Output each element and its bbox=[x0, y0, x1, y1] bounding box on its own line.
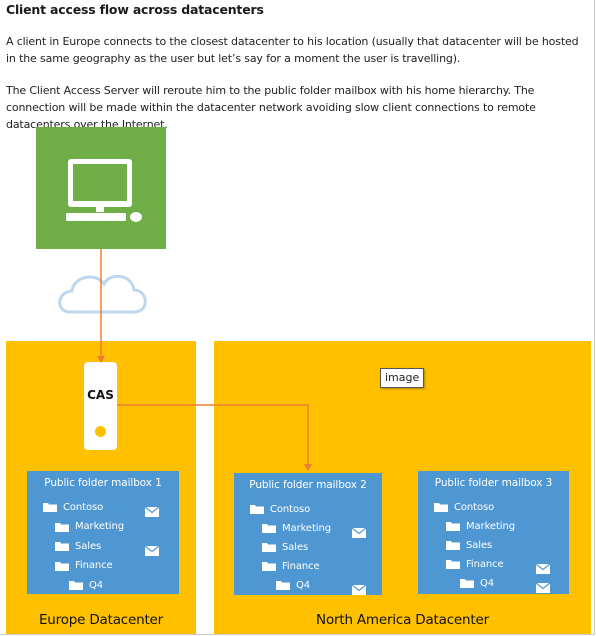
mail-icon bbox=[351, 580, 367, 595]
cloud-icon bbox=[58, 274, 147, 314]
folder-row: Sales bbox=[262, 539, 308, 555]
folder-icon bbox=[262, 561, 276, 571]
mouse-icon bbox=[130, 212, 142, 222]
folder-label: Contoso bbox=[270, 503, 311, 515]
folder-row: Contoso bbox=[43, 499, 103, 515]
folder-icon bbox=[55, 561, 69, 571]
folder-icon bbox=[446, 559, 460, 569]
folder-icon bbox=[262, 523, 276, 533]
folder-row: Sales bbox=[446, 537, 492, 553]
folder-label: Marketing bbox=[466, 520, 515, 532]
folder-icon bbox=[460, 578, 474, 588]
folder-icon bbox=[434, 502, 448, 512]
folder-label: Q4 bbox=[296, 579, 311, 591]
folder-label: Sales bbox=[75, 540, 102, 552]
cas-label: CAS bbox=[87, 388, 114, 402]
mailbox-title: Public folder mailbox 2 bbox=[249, 479, 367, 491]
client-to-cas-arrowhead bbox=[97, 356, 105, 363]
folder-label: Q4 bbox=[480, 577, 495, 589]
cas-to-mailbox-2-arrowhead bbox=[304, 464, 312, 471]
cas-status-light bbox=[95, 426, 106, 437]
folder-row: Contoso bbox=[434, 499, 494, 515]
mail-icon bbox=[351, 523, 367, 538]
image-tag: image bbox=[380, 368, 425, 388]
folder-label: Marketing bbox=[282, 522, 331, 534]
client-box bbox=[36, 127, 166, 249]
cas-server: CAS bbox=[84, 362, 117, 450]
folder-row: Q4 bbox=[276, 577, 310, 593]
folder-label: Finance bbox=[282, 560, 320, 572]
mail-icon bbox=[144, 502, 160, 517]
mailbox-title: Public folder mailbox 1 bbox=[44, 477, 162, 489]
folder-label: Contoso bbox=[454, 501, 495, 513]
folder-label: Contoso bbox=[63, 501, 104, 513]
folder-icon bbox=[55, 541, 69, 551]
desktop-computer-icon bbox=[66, 159, 142, 222]
folder-icon bbox=[446, 521, 460, 531]
folder-row: Finance bbox=[446, 556, 504, 572]
europe-datacenter-label: Europe Datacenter bbox=[38, 612, 164, 628]
folder-row: Q4 bbox=[69, 577, 103, 593]
folder-row: Finance bbox=[55, 558, 113, 574]
folder-row: Sales bbox=[55, 538, 101, 554]
folder-icon bbox=[276, 580, 290, 590]
folder-icon bbox=[446, 540, 460, 550]
folder-label: Finance bbox=[75, 560, 113, 571]
folder-icon bbox=[43, 502, 57, 512]
mailbox-title: Public folder mailbox 3 bbox=[434, 477, 553, 489]
mail-icon bbox=[535, 578, 551, 593]
cas-to-mailbox-2-connector bbox=[117, 404, 309, 468]
folder-label: Finance bbox=[466, 558, 504, 570]
mail-icon bbox=[144, 541, 160, 556]
folder-row: Marketing bbox=[446, 518, 515, 534]
folder-row: Marketing bbox=[262, 520, 331, 536]
folder-label: Marketing bbox=[75, 521, 124, 532]
folder-icon bbox=[262, 542, 276, 552]
folder-label: Sales bbox=[282, 541, 309, 553]
folder-icon bbox=[250, 504, 264, 514]
page-title: Client access flow across datacenters bbox=[6, 2, 264, 17]
folder-row: Marketing bbox=[55, 519, 124, 535]
folder-row: Contoso bbox=[250, 501, 310, 517]
north-america-datacenter-label: North America Datacenter bbox=[316, 612, 489, 628]
folder-row: Q4 bbox=[460, 575, 494, 591]
folder-icon bbox=[69, 580, 83, 590]
folder-icon bbox=[55, 522, 69, 532]
mail-icon bbox=[535, 559, 551, 574]
folder-row: Finance bbox=[262, 558, 320, 574]
folder-label: Q4 bbox=[89, 579, 104, 591]
paragraph-1: A client in Europe connects to the close… bbox=[6, 35, 579, 65]
folder-label: Sales bbox=[466, 539, 493, 551]
